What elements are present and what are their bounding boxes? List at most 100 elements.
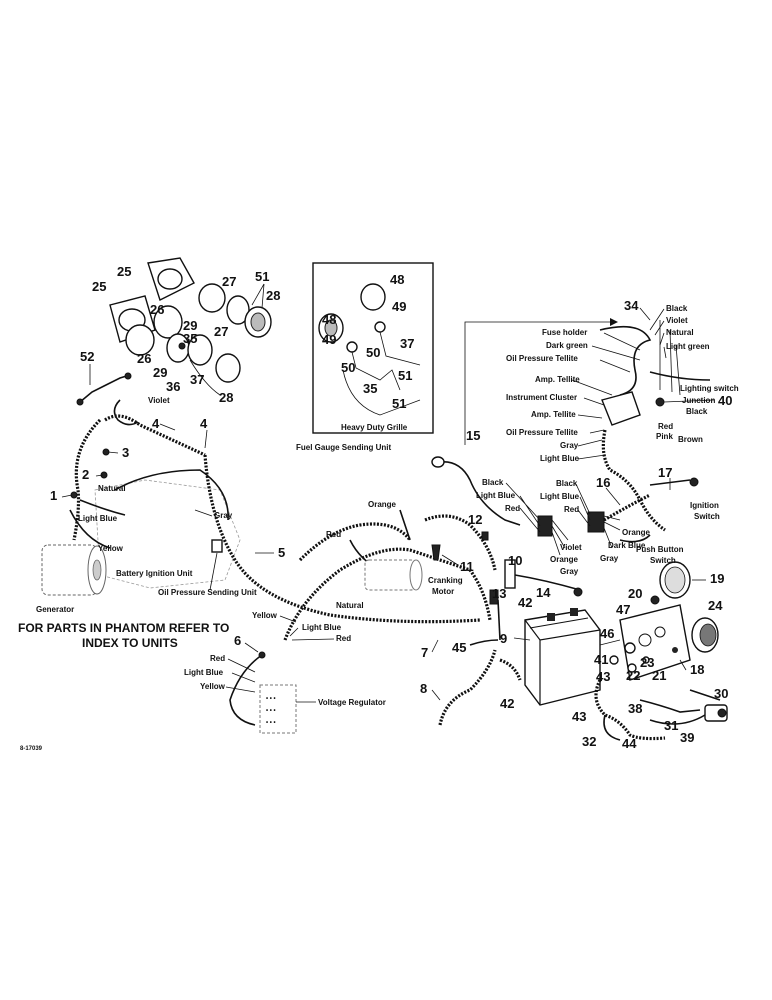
grille-socket-49b [346,341,358,353]
label-gray-c: Gray [600,554,619,563]
callout-26a: 26 [150,302,164,317]
label-pink: Pink [656,432,673,441]
harness-8 [438,649,497,726]
lamp-wire-37 [189,359,221,396]
label-natural-left: Natural [98,484,126,493]
callout-37a: 37 [190,372,204,387]
callout-30: 30 [714,686,728,701]
connector-right [587,511,605,533]
label-black-2: Black [686,407,708,416]
grille-label: Heavy Duty Grille [341,423,408,432]
label-push-button-2: Switch [650,556,676,565]
figure-code: 8-17039 [20,746,43,752]
callout-32: 32 [582,734,596,749]
svg-text:• • •: • • • [266,708,276,714]
junction-40 [655,397,665,407]
label-natural-r: Natural [666,328,694,337]
callout-29b: 29 [153,365,167,380]
callout-28b: 28 [219,390,233,405]
callout-5: 5 [278,545,285,560]
leader-right-top [571,308,667,460]
callout-8: 8 [420,681,427,696]
wire-39 [649,714,706,725]
label-light-blue-vr: Light Blue [184,668,224,677]
callout-27a: 27 [222,274,236,289]
callout-39: 39 [680,730,694,745]
label-battery-ignition-unit: Battery Ignition Unit [116,569,193,578]
engine-phantom [94,479,241,589]
callout-38: 38 [628,701,642,716]
lamp-rim-26b [125,324,155,356]
callout-16: 16 [596,475,610,490]
callout-12: 12 [468,512,482,527]
wire-32-44 [603,714,621,741]
callout-28a: 28 [266,288,280,303]
callout-51c: 51 [392,396,406,411]
label-violet: Violet [148,396,170,405]
svg-text:• • •: • • • [266,720,276,726]
leader-lines [61,283,715,701]
label-light-blue-mid: Light Blue [302,623,342,632]
callout-45: 45 [452,640,466,655]
wire-45 [469,639,499,646]
callout-27b: 27 [214,324,228,339]
callout-3: 3 [122,445,129,460]
harness-gray [114,469,229,521]
label-fuse-holder: Fuse holder [542,328,587,337]
callout-46: 46 [600,626,614,641]
clip-14 [573,587,583,597]
wire-38 [639,699,701,713]
leader-11 [441,554,459,566]
leader-oil-sender [209,552,218,591]
grille-socket-49a [374,321,386,333]
lamp-inner-28a [250,312,266,332]
left-engine-area [41,399,481,624]
callout-23: 23 [640,655,654,670]
label-violet-r: Violet [666,316,688,325]
lamp-24 [691,617,719,653]
grille-wire-50 [351,351,401,391]
callout-31: 31 [664,718,678,733]
lamp-ring-25a [157,268,183,290]
instrument-cluster [601,391,641,426]
label-yellow-vr: Yellow [200,682,226,691]
label-light-blue-r: Light Blue [540,454,580,463]
label-dark-green: Dark green [546,341,588,350]
lamp-unit-27a [198,283,226,313]
oil-pressure-sender [211,539,223,553]
fuel-gauge-wire-15 [439,461,521,526]
panel-18 [619,604,691,681]
connector-13 [489,589,499,605]
lamp-part-23 [642,656,650,664]
callout-50b: 50 [341,360,355,375]
callout-15: 15 [466,428,480,443]
callout-37b: 37 [400,336,414,351]
wire-14 [514,574,581,591]
lamp-part-46 [624,642,636,654]
callout-47: 47 [616,602,630,617]
label-ignition-switch-1: Ignition [690,501,719,510]
harness-7 [283,547,492,641]
callout-49b: 49 [322,332,336,347]
phantom-arrow-head [610,318,618,326]
label-black-1: Black [666,304,688,313]
harness-4 [104,414,206,457]
label-red-mid: Red [326,530,341,539]
callout-43b: 43 [572,709,586,724]
cranking-motor [364,559,423,591]
callout-42b: 42 [500,696,514,711]
callout-26b: 26 [137,351,151,366]
callout-40: 40 [718,393,732,408]
connector-left [537,515,553,537]
label-ignition-switch-2: Switch [694,512,720,521]
callout-18: 18 [690,662,704,677]
lamp-rim-26a [153,305,183,339]
label-natural-mid: Natural [336,601,364,610]
callout-48b: 48 [322,312,336,327]
lamp-rim-28b [215,353,241,383]
label-orange-c2: Orange [622,528,651,537]
label-red-vr: Red [210,654,225,663]
callout-11: 11 [460,559,474,574]
callout-22: 22 [626,668,640,683]
